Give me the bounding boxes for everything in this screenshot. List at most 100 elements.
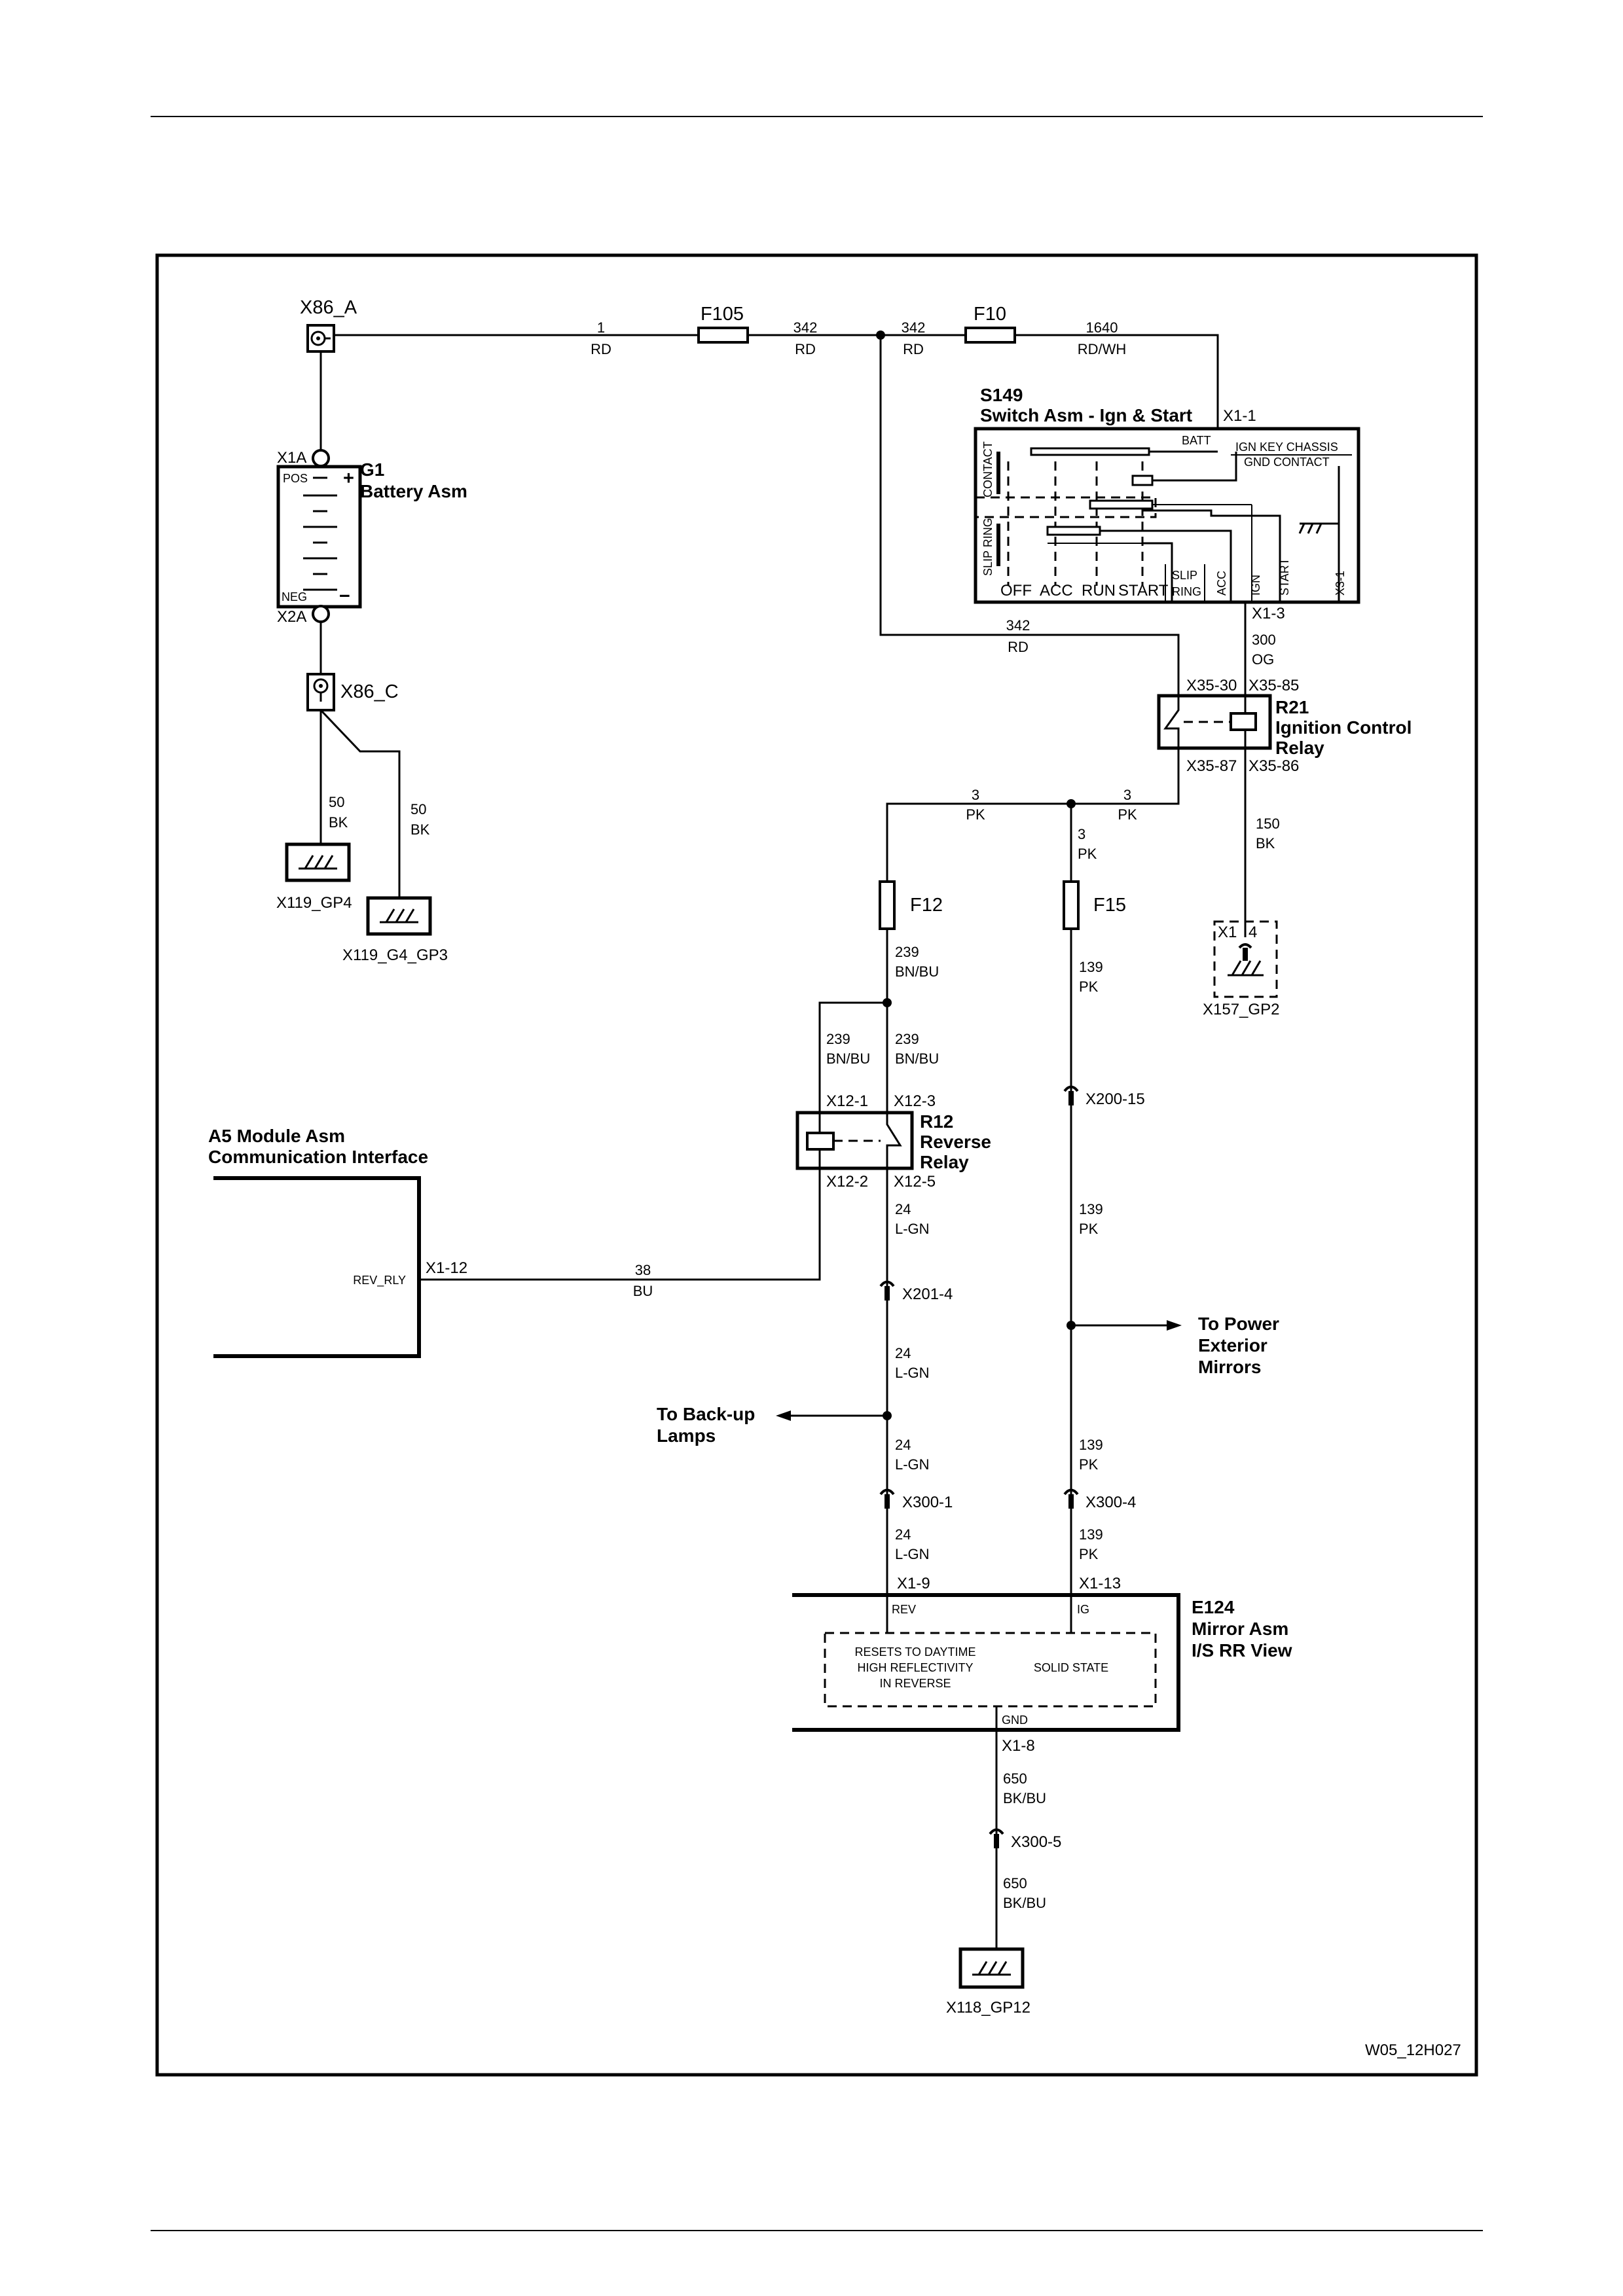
diagram-frame: [155, 253, 1478, 2077]
c3b-num: 3: [1123, 787, 1131, 803]
inline-connector-x300-5: [989, 1828, 1004, 1848]
e124-pin-gnd: X1-8: [1002, 1737, 1035, 1755]
fuse-f10: [964, 327, 1016, 344]
r21-pin86: X35-86: [1249, 757, 1299, 775]
r12-name-1: Reverse: [920, 1132, 991, 1152]
r21-coil: [1230, 712, 1257, 731]
x86c-label: X86_C: [340, 681, 399, 702]
acc-ign-overlap: [974, 496, 1157, 518]
e124-pin-ig: X1-13: [1079, 1575, 1121, 1592]
ign-contact-bar: [1089, 499, 1154, 510]
c139d-color: PK: [1079, 1546, 1099, 1562]
batt-pin-x1a: [312, 449, 330, 467]
c650a-num: 650: [1003, 1770, 1027, 1787]
e124-name-2: I/S RR View: [1192, 1640, 1292, 1660]
chassis-label-1: IGN KEY CHASSIS: [1235, 440, 1338, 454]
f12-label: F12: [910, 895, 943, 916]
mirror-rev-label: REV: [892, 1603, 916, 1616]
wire-c3-a: [886, 748, 1180, 882]
c239b-color: BN/BU: [826, 1050, 870, 1067]
x201-4-label: X201-4: [902, 1285, 953, 1303]
gp2-pin1: X1: [1218, 924, 1237, 941]
c50b-num: 50: [410, 801, 426, 817]
x86a-label: X86_A: [300, 297, 357, 318]
a5-module-box: [213, 1176, 421, 1358]
slip-col-1: SLIP: [1172, 569, 1197, 582]
c3b-color: PK: [1118, 806, 1137, 823]
pos-acc: ACC: [1040, 582, 1073, 600]
start-lead: [1142, 509, 1281, 601]
ground-symbol-gp4: [285, 842, 351, 882]
ignition-switch-box: [974, 427, 1360, 604]
r21-pin85: X35-85: [1249, 677, 1299, 694]
mirror-box: [792, 1593, 1180, 1732]
battery-positive-terminal: [306, 324, 335, 353]
r12-switch-contact: [886, 1113, 902, 1168]
chassis-contact: [1131, 475, 1154, 486]
c342a-num: 342: [793, 319, 818, 336]
c239a-color: BN/BU: [895, 963, 939, 980]
c3a-color: PK: [966, 806, 985, 823]
gp2-pin2: 4: [1249, 924, 1257, 941]
backup-text-2: Lamps: [657, 1426, 716, 1446]
wire-c1640: [1015, 334, 1219, 429]
r12-pin2: X12-2: [826, 1173, 868, 1191]
mirror-gnd-label: GND: [1002, 1713, 1028, 1727]
battery-cells: [303, 476, 337, 591]
c1640-color: RD/WH: [1078, 341, 1127, 357]
r12-pin3: X12-3: [894, 1092, 936, 1110]
inline-connector-x200-15: [1063, 1085, 1079, 1105]
pos-start: START: [1118, 582, 1169, 600]
mirrors-text-2: Exterior: [1198, 1335, 1267, 1355]
c139a-num: 139: [1079, 959, 1103, 975]
start-contact-bar: [1046, 526, 1101, 536]
r21-name-2: Relay: [1275, 738, 1324, 758]
ground-symbol-g4gp3: [366, 896, 432, 936]
batt-pin-x2a: [312, 605, 330, 623]
mirror-note-3: IN REVERSE: [879, 1677, 951, 1690]
c239c-color: BN/BU: [895, 1050, 939, 1067]
inline-connector-x300-4: [1063, 1488, 1079, 1509]
batt-label: BATT: [1182, 434, 1211, 447]
a5-pin: X1-12: [426, 1259, 467, 1277]
ground-symbol-gp12: [958, 1947, 1025, 1989]
c24d-num: 24: [895, 1526, 911, 1543]
x31-col-label: X3-1: [1334, 571, 1347, 596]
c1640-num: 1640: [1086, 319, 1118, 336]
contact-bar: [996, 452, 1000, 494]
r12-ref: R12: [920, 1111, 953, 1132]
minus-sign: −: [339, 586, 350, 607]
backup-arrow-icon: [776, 1410, 791, 1421]
gp2-ground-box: [1213, 920, 1278, 998]
chassis-contact-lead: [1152, 452, 1237, 482]
c139c-num: 139: [1079, 1437, 1103, 1453]
mirror-note-1: RESETS TO DAYTIME: [854, 1645, 976, 1659]
pos-label: POS: [283, 472, 308, 485]
c139b-num: 139: [1079, 1201, 1103, 1217]
fuse-f15: [1063, 880, 1080, 930]
slip-ring-out: [1142, 542, 1173, 601]
c342c-num: 342: [1006, 617, 1030, 634]
c1-num: 1: [597, 319, 605, 336]
mirror-note-2: HIGH REFLECTIVITY: [857, 1661, 973, 1674]
gp12-label: X118_GP12: [946, 1999, 1030, 2017]
r21-pin87: X35-87: [1186, 757, 1237, 775]
c300-color: OG: [1252, 651, 1274, 668]
x1a-label: X1A: [277, 449, 306, 467]
c24b-color: L-GN: [895, 1365, 930, 1381]
c50a-color: BK: [329, 814, 348, 831]
inline-connector-x201-4: [879, 1280, 895, 1300]
c24b-num: 24: [895, 1345, 911, 1361]
c38-num: 38: [635, 1262, 651, 1278]
chassis-label-2: GND CONTACT: [1244, 456, 1330, 469]
c342b-color: RD: [903, 341, 924, 357]
mirror-internal-box: [824, 1632, 1157, 1708]
c239c-num: 239: [895, 1031, 919, 1047]
g1-ref: G1: [360, 459, 384, 480]
e124-ref: E124: [1192, 1597, 1235, 1617]
wire-c38: [419, 1168, 821, 1281]
x200-15-label: X200-15: [1085, 1090, 1145, 1108]
e124-name-1: Mirror Asm: [1192, 1619, 1288, 1639]
slip-ring-bar: [996, 524, 1000, 566]
c139b-color: PK: [1079, 1221, 1099, 1237]
